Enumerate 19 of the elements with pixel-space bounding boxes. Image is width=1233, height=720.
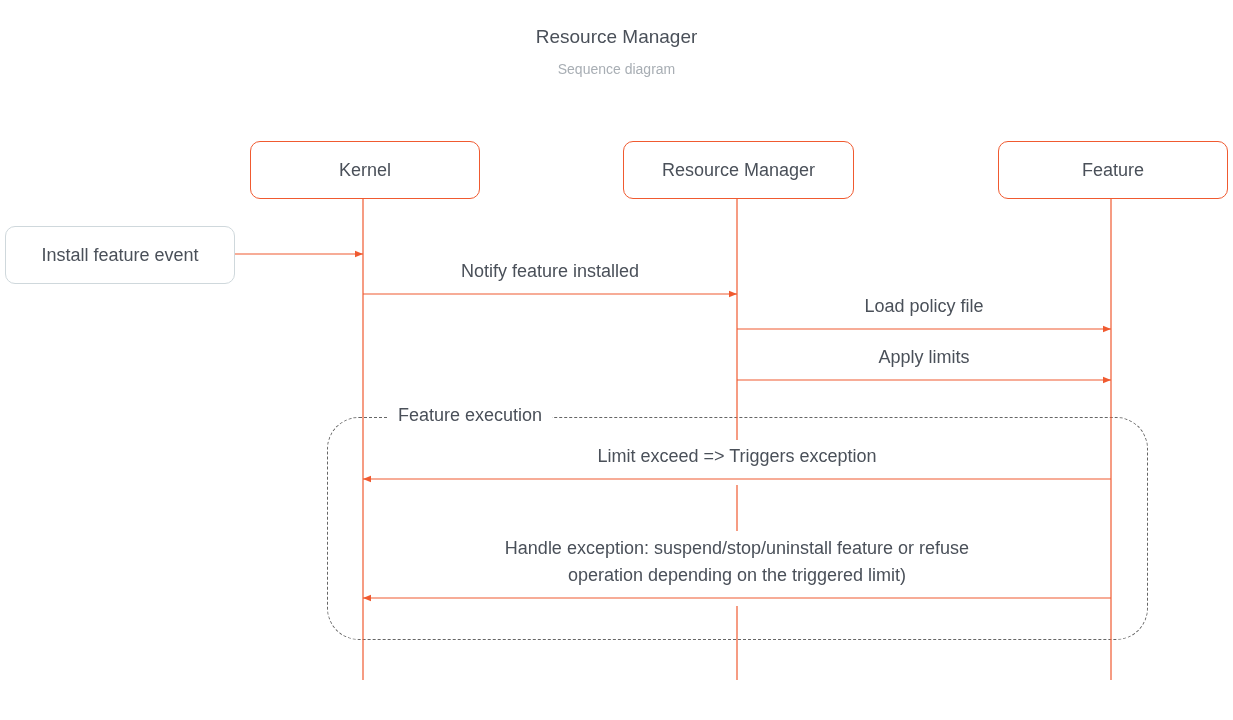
participant-label: Install feature event — [41, 244, 199, 266]
lifeline — [736, 199, 738, 440]
participant-label: Kernel — [339, 159, 391, 181]
diagram-subtitle: Sequence diagram — [556, 61, 677, 77]
participant-label: Resource Manager — [661, 159, 816, 181]
participant-label: Feature — [1081, 159, 1144, 181]
participant-box — [623, 141, 854, 199]
event-box — [5, 226, 235, 284]
lifeline — [1110, 199, 1112, 680]
message-arrow — [362, 290, 738, 298]
message-arrow — [362, 475, 1112, 483]
participant-box — [998, 141, 1228, 199]
message-arrow — [362, 594, 1112, 602]
lifeline — [362, 199, 364, 680]
message-arrow — [736, 376, 1112, 384]
participant-box — [250, 141, 480, 199]
message-arrow — [234, 250, 364, 258]
message-arrow — [736, 325, 1112, 333]
diagram-title: Resource Manager — [534, 26, 699, 48]
